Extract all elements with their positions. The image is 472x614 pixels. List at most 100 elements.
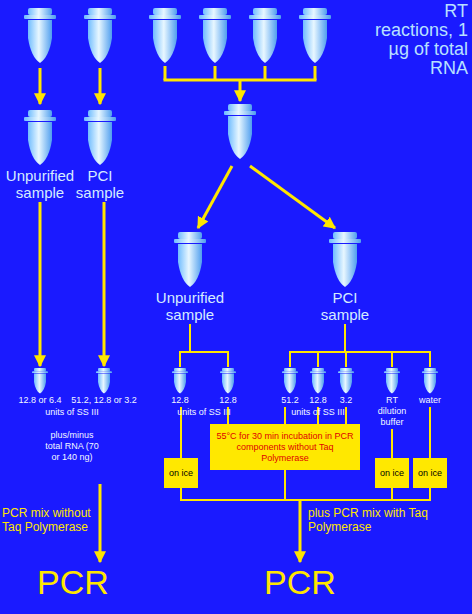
- tube-icon: [329, 232, 361, 288]
- bracket-line: [214, 66, 217, 80]
- box-text: on ice: [418, 468, 442, 479]
- bracket-line: [180, 488, 182, 500]
- tube-icon: [422, 368, 438, 394]
- tube-icon: [384, 368, 400, 394]
- tube-node: 12.8: [213, 368, 243, 406]
- bracket-connector: [429, 407, 431, 458]
- tube-node: 3.2: [332, 368, 360, 406]
- annotation: PCR mix without Taq Polymerase: [2, 506, 94, 534]
- box-text: 55°C for 30 min incubation in PCR compon…: [213, 431, 357, 464]
- tube-icon: [174, 232, 206, 288]
- tube-symbol: [310, 368, 326, 394]
- flow-arrow: [250, 166, 335, 228]
- bracket-line: [314, 66, 317, 80]
- condition-box: on ice: [164, 458, 198, 488]
- tube-label: 12.8: [304, 395, 332, 406]
- tube-label: 12.8: [165, 395, 195, 406]
- flow-arrow: [39, 68, 42, 104]
- tube-symbol: [282, 368, 298, 394]
- tube-node: 51.2: [276, 368, 304, 406]
- box-text: on ice: [380, 468, 404, 479]
- tube-label: 3.2: [332, 395, 360, 406]
- bracket-connector: [391, 429, 393, 458]
- flow-arrow: [299, 500, 302, 562]
- bracket-line: [180, 499, 431, 501]
- tube-symbol: [172, 368, 188, 394]
- tube-symbol: [220, 368, 236, 394]
- flow-arrow: [99, 484, 102, 562]
- tube-node: 12.8: [304, 368, 332, 406]
- step-title: PCR: [245, 564, 355, 600]
- tube-symbol: [199, 8, 231, 63]
- tube-node: 12.8: [165, 368, 195, 406]
- tube-label: Unpurified sample: [0, 167, 80, 201]
- tube-icon: [338, 368, 354, 394]
- tube-icon: [84, 110, 116, 166]
- title: RT reactions, 1 µg of total RNA: [368, 2, 468, 78]
- step-title: PCR: [18, 564, 128, 600]
- tube-icon: [24, 110, 56, 166]
- flow-arrow: [239, 80, 242, 101]
- bracket-connector: [345, 324, 430, 367]
- tube-symbol: [84, 8, 116, 63]
- flow-arrow: [39, 202, 42, 366]
- condition-box: 55°C for 30 min incubation in PCR compon…: [210, 424, 360, 470]
- tube-symbol: [299, 8, 331, 63]
- bracket-line: [164, 66, 167, 80]
- tube-icon: [172, 368, 188, 394]
- bracket-connector: [290, 324, 345, 367]
- bracket-line: [264, 66, 267, 80]
- annotation: units of SS III: [173, 407, 235, 418]
- bracket-connector: [190, 324, 228, 367]
- bracket-connector: [180, 324, 190, 367]
- annotation: units of SS III: [32, 407, 112, 418]
- tube-label: PCI sample: [70, 167, 130, 201]
- tube-icon: [282, 368, 298, 394]
- bracket-line: [391, 488, 393, 500]
- flow-arrow: [198, 166, 232, 228]
- tube-label: PCI sample: [315, 289, 375, 323]
- tube-label: Unpurified sample: [150, 289, 230, 323]
- tube-symbol: [24, 110, 56, 165]
- tube-node: water: [413, 368, 447, 406]
- tube-label: 12.8 or 6.4: [15, 395, 65, 406]
- bracket-line: [429, 488, 431, 500]
- flow-arrow: [103, 202, 106, 366]
- tube-symbol: [224, 104, 256, 159]
- tube-node: 12.8 or 6.4: [15, 368, 65, 406]
- tube-icon: [220, 368, 236, 394]
- bracket-connector: [345, 324, 392, 367]
- tube-label: 51.2, 12.8 or 3.2: [67, 395, 141, 406]
- tube-symbol: [32, 368, 48, 394]
- tube-symbol: [96, 368, 112, 394]
- tube-node: RT dilution buffer: [372, 368, 412, 428]
- tube-icon: [32, 368, 48, 394]
- tube-symbol: [24, 8, 56, 63]
- annotation: plus PCR mix with Taq Polymerase: [308, 506, 448, 534]
- tube-node: PCI sample: [70, 110, 130, 201]
- condition-box: on ice: [375, 458, 409, 488]
- tube-symbol: [249, 8, 281, 63]
- bracket-connector: [284, 407, 286, 424]
- tube-symbol: [174, 232, 206, 287]
- tube-label: water: [413, 395, 447, 406]
- tube-label: 12.8: [213, 395, 243, 406]
- bracket-line: [284, 470, 286, 500]
- bracket-connector: [345, 407, 347, 424]
- annotation: plus/minus total RNA (70 or 140 ng): [42, 430, 102, 463]
- tube-symbol: [84, 110, 116, 165]
- tube-icon: [310, 368, 326, 394]
- bracket-connector: [318, 324, 345, 367]
- annotation: units of SS III: [286, 407, 350, 418]
- tube-icon: [96, 368, 112, 394]
- tube-label: RT dilution buffer: [372, 395, 412, 428]
- tube-node: PCI sample: [315, 232, 375, 323]
- tube-symbol: [338, 368, 354, 394]
- flow-arrow: [99, 68, 102, 104]
- tube-node: 51.2, 12.8 or 3.2: [67, 368, 141, 406]
- condition-box: on ice: [413, 458, 447, 488]
- box-text: on ice: [169, 468, 193, 479]
- tube-node: Unpurified sample: [150, 232, 230, 323]
- tube-node: Unpurified sample: [0, 110, 80, 201]
